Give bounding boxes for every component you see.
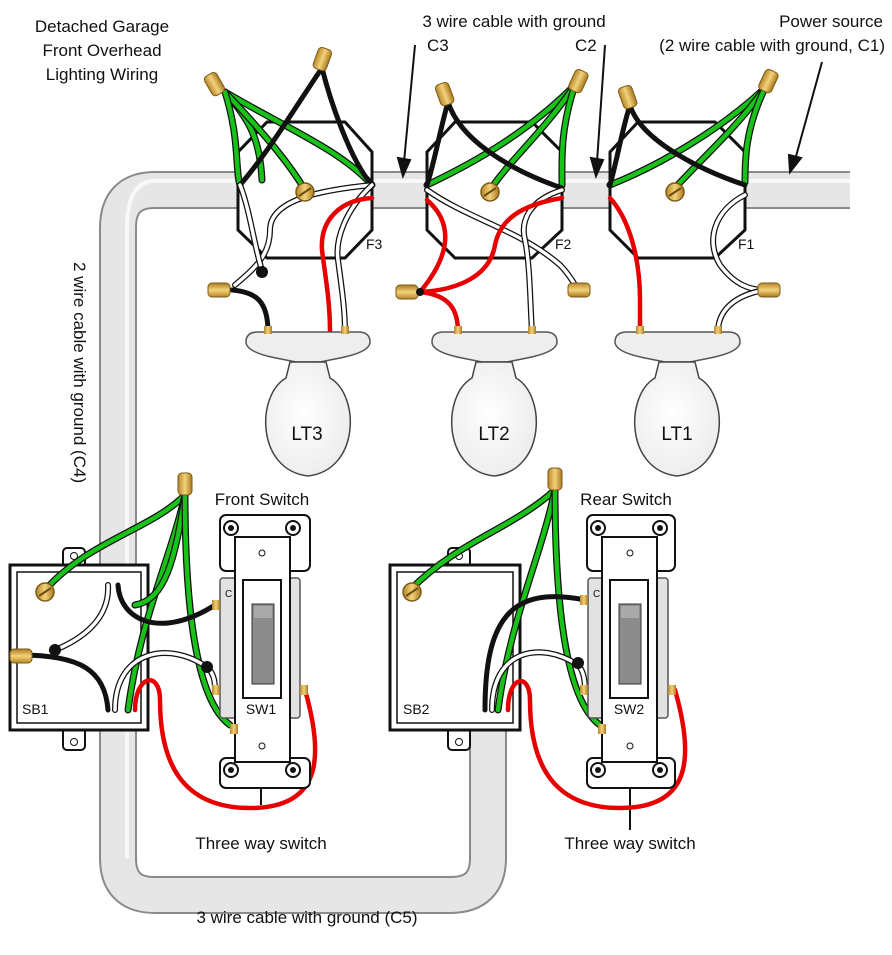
power-source-label: Power source	[779, 12, 883, 31]
lamp-lt1	[614, 326, 741, 477]
fixture-ground-screws	[295, 182, 685, 202]
title-line-2: Front Overhead	[42, 41, 161, 60]
cable-c3-c2-label: 3 wire cable with ground	[422, 12, 605, 31]
switch-sw1-label: SW1	[246, 701, 277, 717]
fixture-f3-label: F3	[366, 236, 383, 252]
light-lt2-label: LT2	[478, 424, 509, 445]
title-line-1: Detached Garage	[35, 17, 169, 36]
front-switch-title: Front Switch	[215, 490, 309, 509]
fixture-f2-label: F2	[555, 236, 572, 252]
fixture-f1-label: F1	[738, 236, 755, 252]
wire-nuts-fixtures	[203, 46, 781, 300]
cable-c3-label: C3	[427, 36, 449, 55]
rear-switch-title: Rear Switch	[580, 490, 672, 509]
wire-nuts-switches	[9, 467, 563, 664]
light-lt1-label: LT1	[661, 424, 692, 445]
switch-box-sb1	[8, 547, 150, 751]
front-switch-type-label: Three way switch	[195, 834, 326, 853]
title-line-3: Lighting Wiring	[46, 65, 158, 84]
switch-sw2[interactable]	[580, 514, 676, 789]
switch-box-sb2	[388, 547, 522, 751]
switch-splice-dots	[49, 644, 584, 673]
cable-c2-label: C2	[575, 36, 597, 55]
cable-c5-label: 3 wire cable with ground (C5)	[196, 908, 417, 927]
rear-switch-type-label: Three way switch	[564, 834, 695, 853]
switch-box-sb1-label: SB1	[22, 701, 49, 717]
cable-c4-label: 2 wire cable with ground (C4)	[70, 262, 89, 483]
lamp-lt2	[431, 326, 558, 477]
sw2-common-marker: C	[593, 589, 600, 600]
switch-sw2-label: SW2	[614, 701, 645, 717]
switch-sw1[interactable]	[212, 514, 311, 789]
light-lt3-label: LT3	[291, 424, 322, 445]
title-block: Detached Garage Front Overhead Lighting …	[35, 17, 169, 84]
switch-box-sb2-label: SB2	[403, 701, 430, 717]
sw1-common-marker: C	[225, 589, 232, 600]
splice-dots	[256, 266, 424, 296]
switch-wires	[17, 486, 688, 811]
switch-ground-screws	[35, 582, 422, 602]
power-source-cable-label: (2 wire cable with ground, C1)	[659, 36, 885, 55]
conduit	[99, 171, 850, 914]
lamp-lt3	[245, 326, 371, 477]
